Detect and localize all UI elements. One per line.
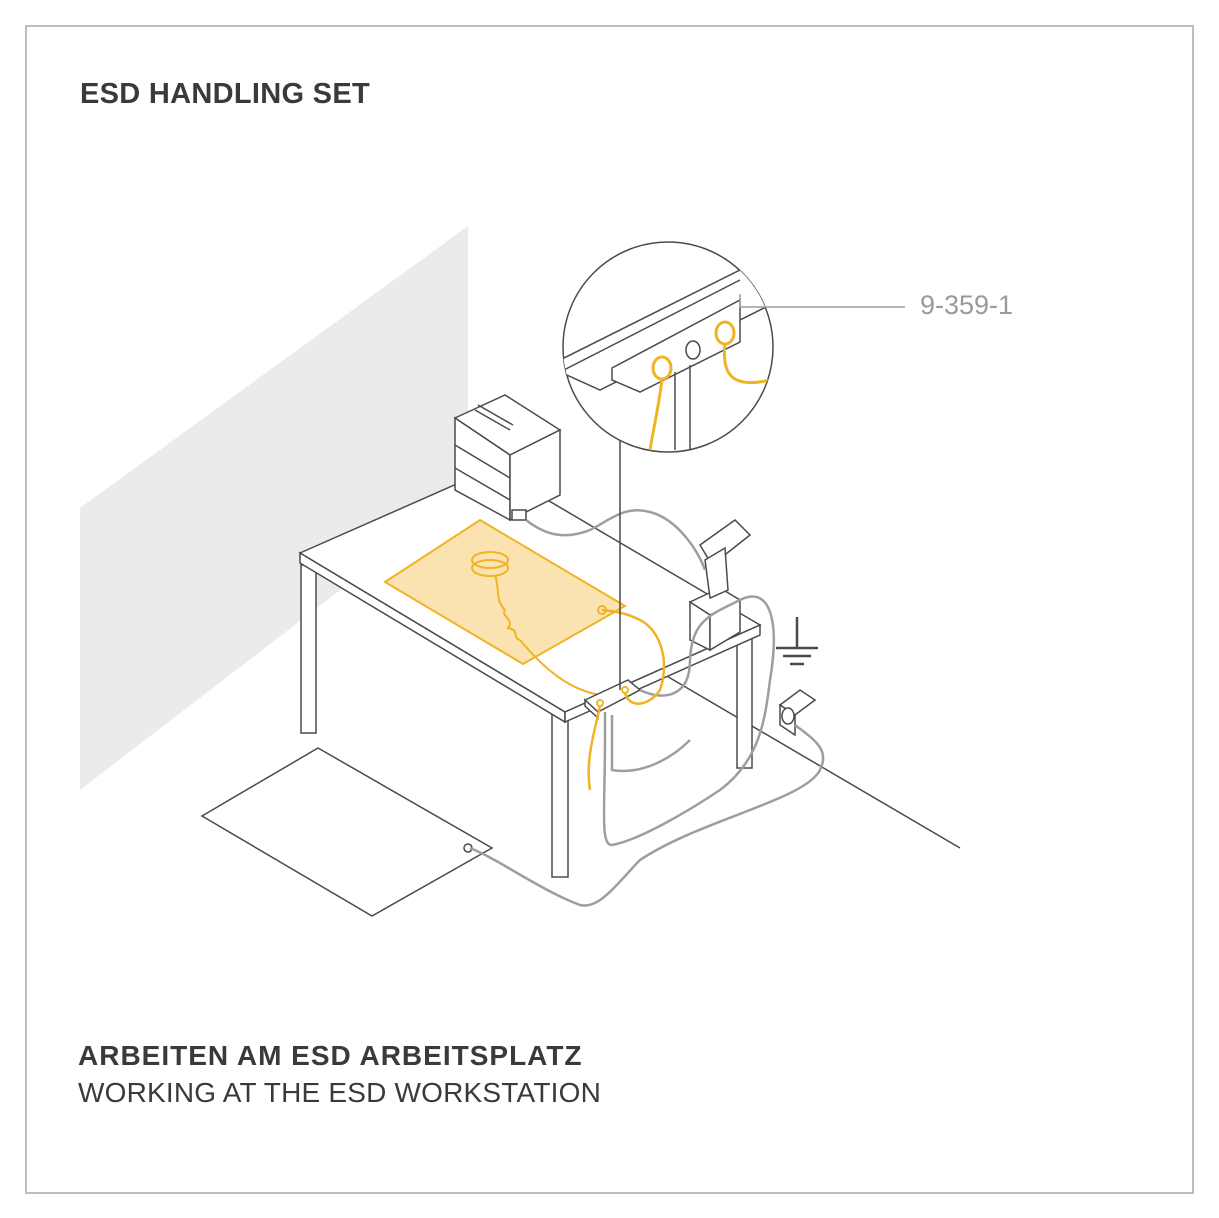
wall-socket-icon (778, 689, 817, 737)
cabinet-ground-clip (511, 509, 527, 521)
ground-symbol-icon (776, 617, 818, 666)
wall (80, 226, 468, 790)
page-title: ESD HANDLING SET (80, 78, 370, 110)
caption-english: WORKING AT THE ESD WORKSTATION (78, 1077, 602, 1108)
mat-ground-cables (587, 608, 666, 791)
callout-line (739, 294, 905, 308)
table-mat (383, 518, 627, 666)
part-number-callout: 9-359-1 (920, 290, 1014, 320)
table-legs (300, 564, 753, 878)
wrist-strap-icon (471, 551, 601, 696)
caption-german: ARBEITEN AM ESD ARBEITSPLATZ (78, 1040, 583, 1071)
floor-line (664, 674, 961, 849)
floor-mat (200, 747, 494, 917)
ground-cables (469, 509, 825, 907)
parts-cabinet-icon (453, 394, 562, 522)
